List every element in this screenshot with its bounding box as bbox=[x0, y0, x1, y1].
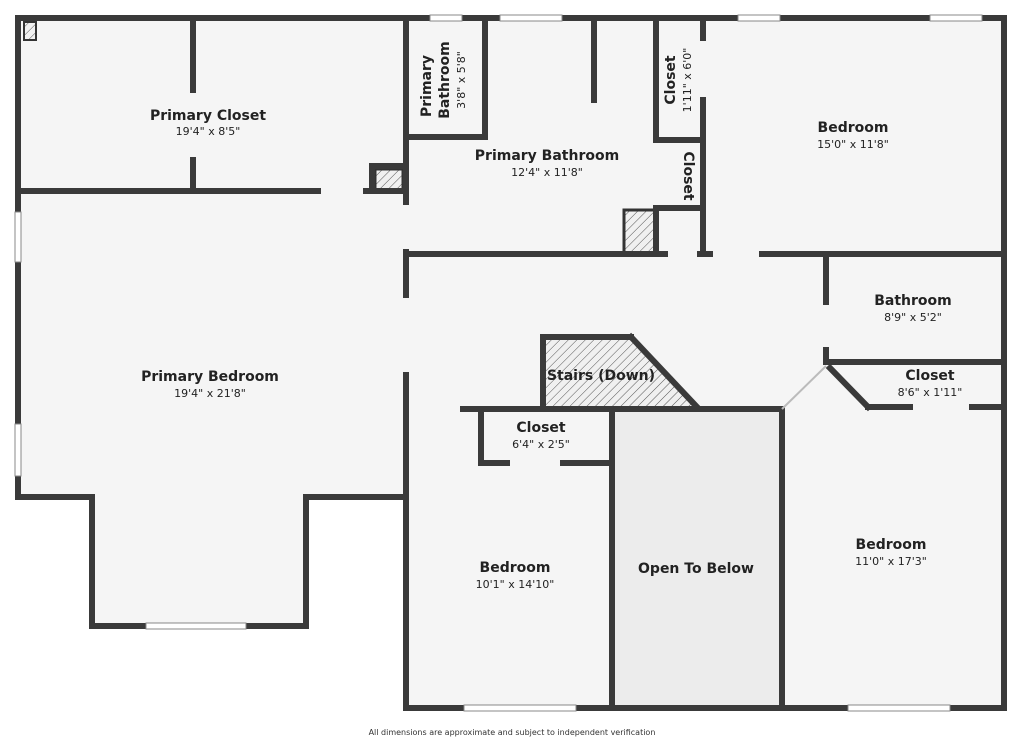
room-name: Bathroom bbox=[874, 293, 952, 309]
open-to-below-area bbox=[614, 409, 780, 706]
shaft-icon bbox=[23, 21, 37, 41]
room-name: Closet bbox=[905, 368, 955, 384]
room-name: Bedroom bbox=[818, 120, 889, 136]
room-dims: 8'6" x 1'11" bbox=[898, 386, 963, 399]
room-name: Stairs (Down) bbox=[547, 368, 655, 384]
room-dims: 3'8" x 5'8" bbox=[455, 51, 468, 109]
room-name: Primary Bathroom bbox=[475, 148, 619, 164]
room-dims: 12'4" x 11'8" bbox=[511, 166, 583, 179]
room-name: Open To Below bbox=[638, 561, 754, 577]
room-dims: 10'1" x 14'10" bbox=[476, 578, 555, 591]
room-dims: 6'4" x 2'5" bbox=[512, 438, 570, 451]
room-name: Closet bbox=[663, 55, 679, 105]
windows bbox=[14, 14, 983, 712]
room-name: Primary Closet bbox=[150, 108, 266, 124]
room-dims: 15'0" x 11'8" bbox=[817, 138, 889, 151]
room-dims: 19'4" x 8'5" bbox=[176, 125, 241, 138]
room-dims: 1'11" x 6'0" bbox=[681, 48, 694, 113]
shaft-icon bbox=[373, 167, 405, 193]
room-name: Bedroom bbox=[856, 537, 927, 553]
room-name: Primary bbox=[419, 55, 435, 117]
walls bbox=[15, 15, 1007, 711]
room-name: Closet bbox=[516, 420, 566, 436]
room-name: Closet bbox=[680, 151, 696, 201]
angled-wall bbox=[781, 365, 827, 410]
room-dims: 19'4" x 21'8" bbox=[174, 387, 246, 400]
room-name: Bedroom bbox=[480, 560, 551, 576]
disclaimer: All dimensions are approximate and subje… bbox=[368, 728, 656, 737]
stairs-symbol bbox=[543, 337, 697, 407]
room-labels: Primary Closet 19'4" x 8'5" Primary Bath… bbox=[141, 41, 962, 591]
room-name: Bathroom bbox=[437, 41, 453, 119]
room-dims: 11'0" x 17'3" bbox=[855, 555, 927, 568]
shaft-icon bbox=[622, 208, 658, 255]
room-dims: 8'9" x 5'2" bbox=[884, 311, 942, 324]
room-name: Primary Bedroom bbox=[141, 369, 279, 385]
